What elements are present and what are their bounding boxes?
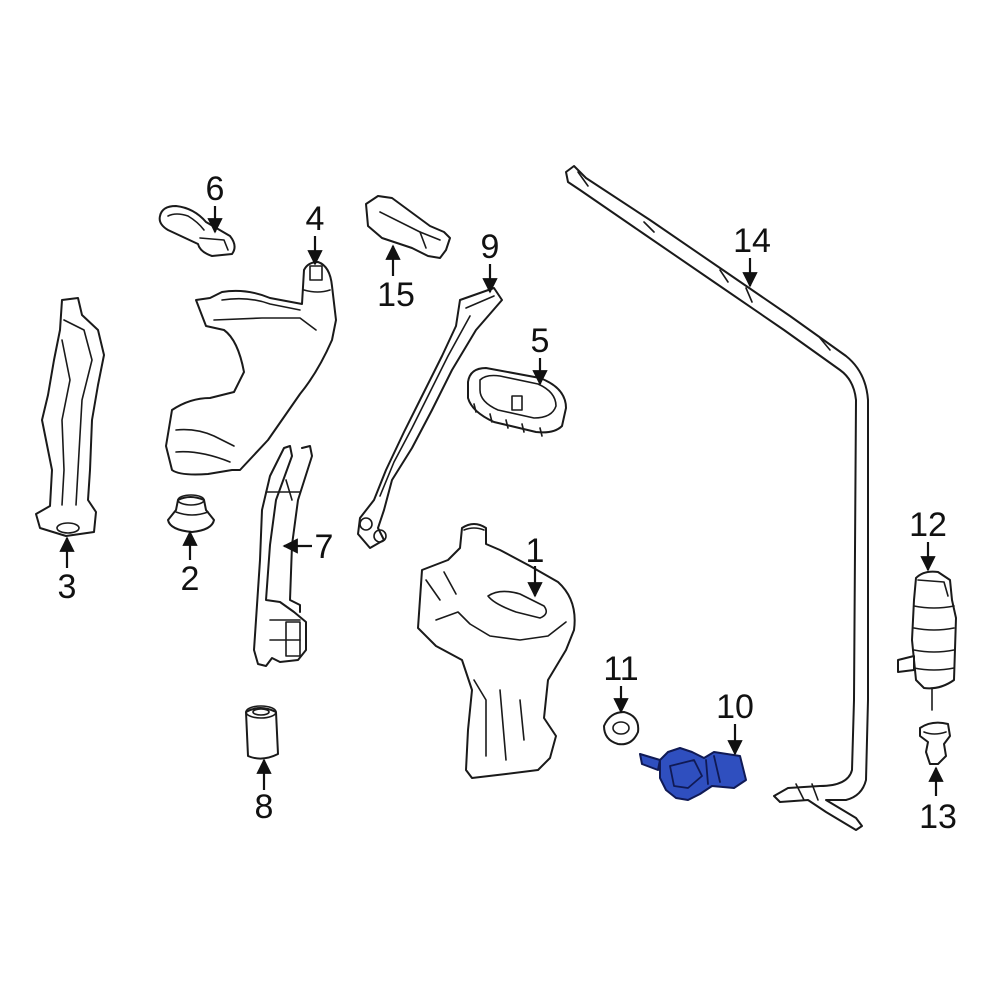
callout-labels: 1 2 3 4 5 6 7 8 9 10 11 12 13 14 15 bbox=[58, 170, 957, 836]
callout-2: 2 bbox=[181, 560, 200, 598]
callout-13: 13 bbox=[919, 798, 957, 836]
callout-6: 6 bbox=[206, 170, 225, 208]
callout-4: 4 bbox=[306, 200, 325, 238]
callout-1: 1 bbox=[526, 532, 545, 570]
leader-arrows bbox=[59, 206, 944, 796]
callout-12: 12 bbox=[909, 506, 947, 544]
part-4-filler-neck bbox=[165, 261, 337, 476]
part-15-bracket bbox=[365, 195, 451, 259]
part-12-pump bbox=[897, 570, 957, 711]
part-1-reservoir bbox=[417, 523, 576, 779]
part-10-pump bbox=[639, 747, 747, 801]
part-13-clip bbox=[919, 721, 951, 765]
callout-14: 14 bbox=[733, 222, 771, 260]
callout-11: 11 bbox=[603, 650, 638, 688]
callout-15: 15 bbox=[377, 276, 415, 314]
callout-8: 8 bbox=[255, 788, 274, 826]
callout-9: 9 bbox=[481, 228, 500, 266]
part-8-sleeve bbox=[245, 705, 279, 760]
callout-3: 3 bbox=[58, 568, 77, 606]
callout-7: 7 bbox=[315, 528, 334, 566]
part-7-hose bbox=[253, 445, 313, 667]
part-11-grommet bbox=[603, 711, 640, 746]
part-5-seal bbox=[467, 367, 567, 437]
part-2-grommet bbox=[167, 494, 215, 533]
callout-10: 10 bbox=[716, 688, 754, 726]
part-6-cap bbox=[158, 205, 236, 257]
callout-5: 5 bbox=[531, 322, 550, 360]
part-9-hose bbox=[357, 287, 503, 549]
part-3-bracket bbox=[35, 297, 105, 537]
part-14-hose bbox=[565, 165, 869, 831]
